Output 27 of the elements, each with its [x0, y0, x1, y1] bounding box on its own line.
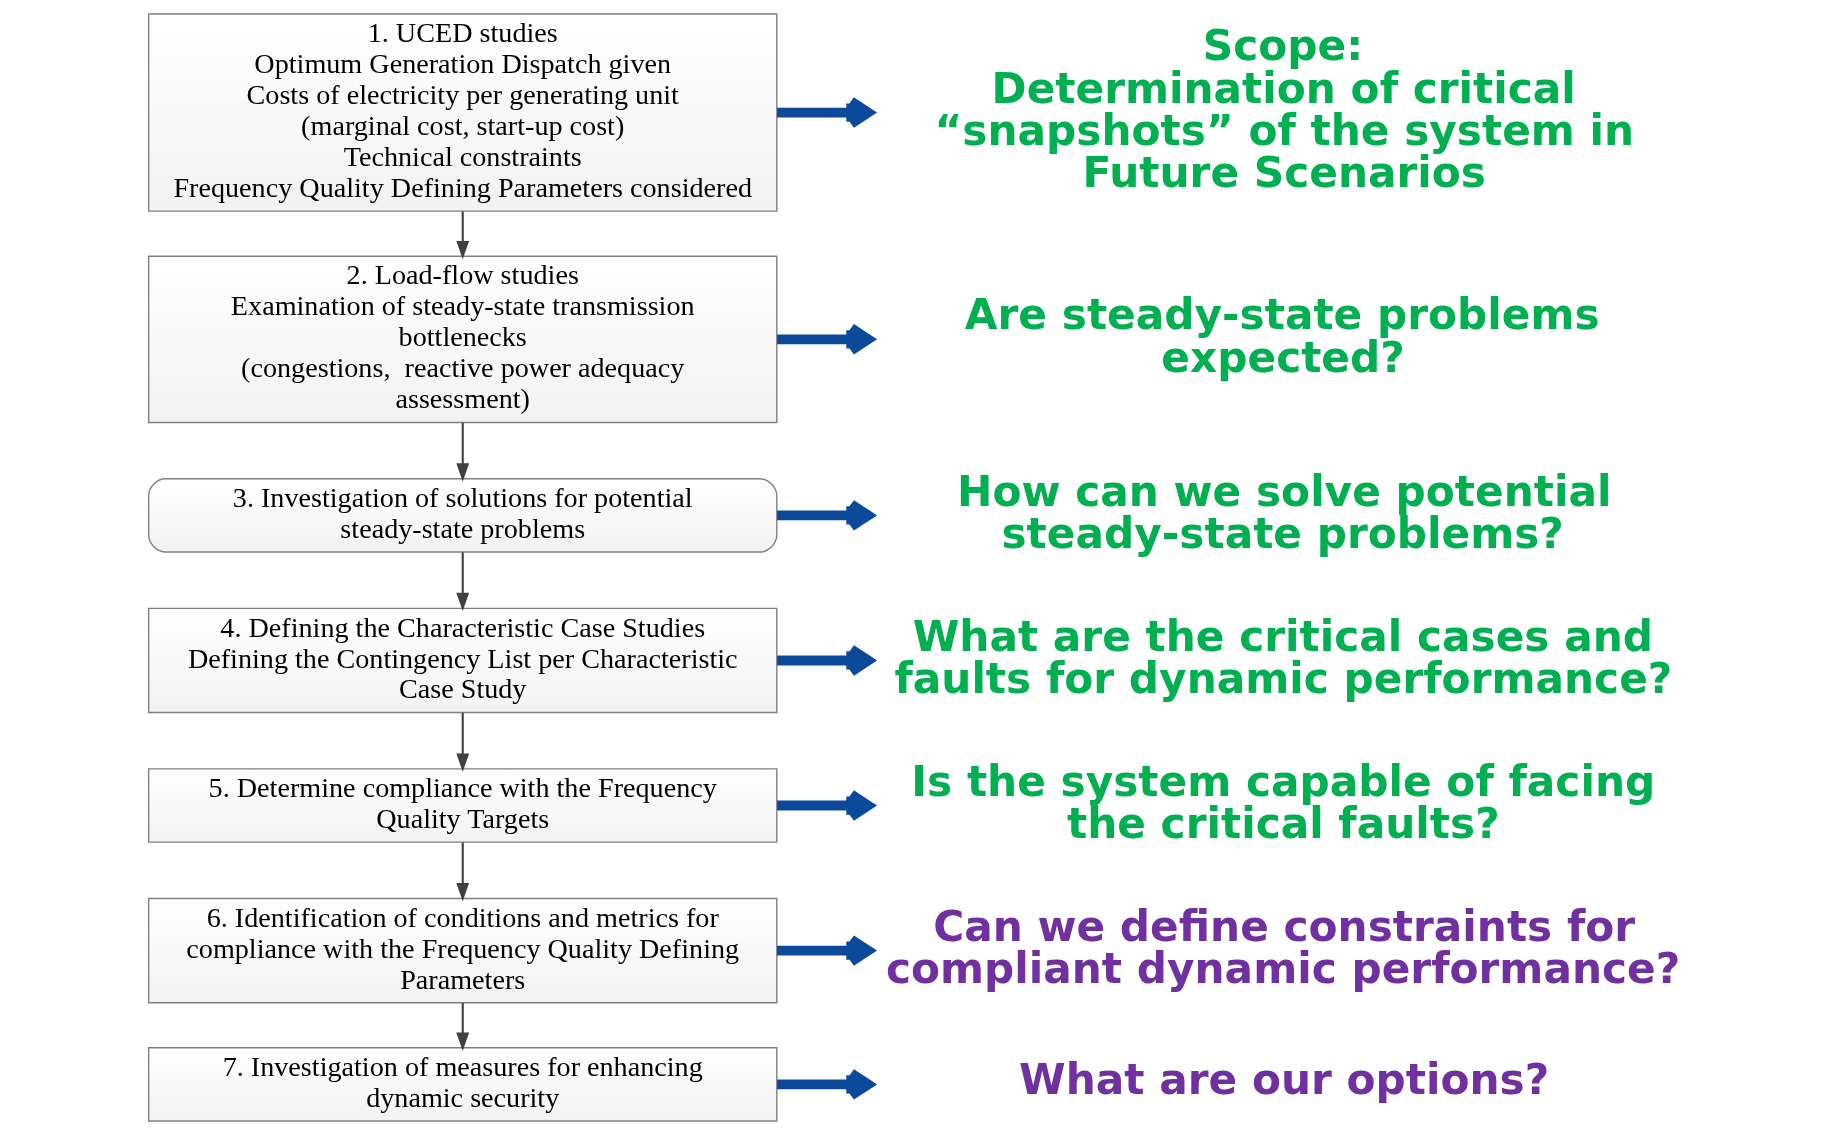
- node-box: 1. UCED studies Optimum Generation Dispatch given Costs of electricity per generating unit (marginal cost, start-up cost) Technical constraints Frequency Quality Defining Parameters considered: [147, 13, 777, 212]
- node-text: Are steady-state problems expected?: [964, 290, 1600, 382]
- node-text: How can we solve potential steady-state problems?: [956, 466, 1611, 558]
- arrow: [776, 1068, 874, 1101]
- arrow: [776, 323, 874, 356]
- node-text: Scope: Determination of critical “snapshots” of the system in Future Scenarios: [934, 21, 1634, 198]
- node-box: 2. Load-flow studies Examination of steady-state transmission bottlenecks (congestions, reactive power adequacy assessment): [147, 255, 777, 424]
- node-box: 4. Defining the Characteristic Case Studies Defining the Contingency List per Characteristic Case Study: [147, 607, 777, 714]
- node-text: Is the system capable of facing the critical faults?: [910, 756, 1655, 848]
- arrow: [455, 552, 469, 612]
- arrow: [455, 842, 469, 902]
- arrow: [776, 499, 874, 532]
- arrow: [776, 934, 874, 967]
- node-box: 5. Determine compliance with the Frequency Quality Targets: [147, 768, 777, 843]
- arrow: [455, 712, 469, 772]
- arrow: [455, 422, 469, 482]
- node-box: 3. Investigation of solutions for potential steady-state problems: [147, 478, 777, 553]
- node-text: Can we define constraints for compliant dynamic performance?: [885, 901, 1680, 993]
- node-box: 6. Identification of conditions and metrics for compliance with the Frequency Quality Defining Parameters: [147, 897, 777, 1004]
- arrow: [776, 644, 874, 677]
- node-text: What are the critical cases and faults for dynamic performance?: [893, 611, 1672, 703]
- arrow: [776, 789, 874, 822]
- node-box: 7. Investigation of measures for enhancing dynamic security: [147, 1047, 777, 1122]
- node-text: What are our options?: [1018, 1054, 1549, 1104]
- arrow: [455, 1003, 469, 1051]
- arrow: [455, 211, 469, 260]
- arrow: [776, 96, 874, 129]
